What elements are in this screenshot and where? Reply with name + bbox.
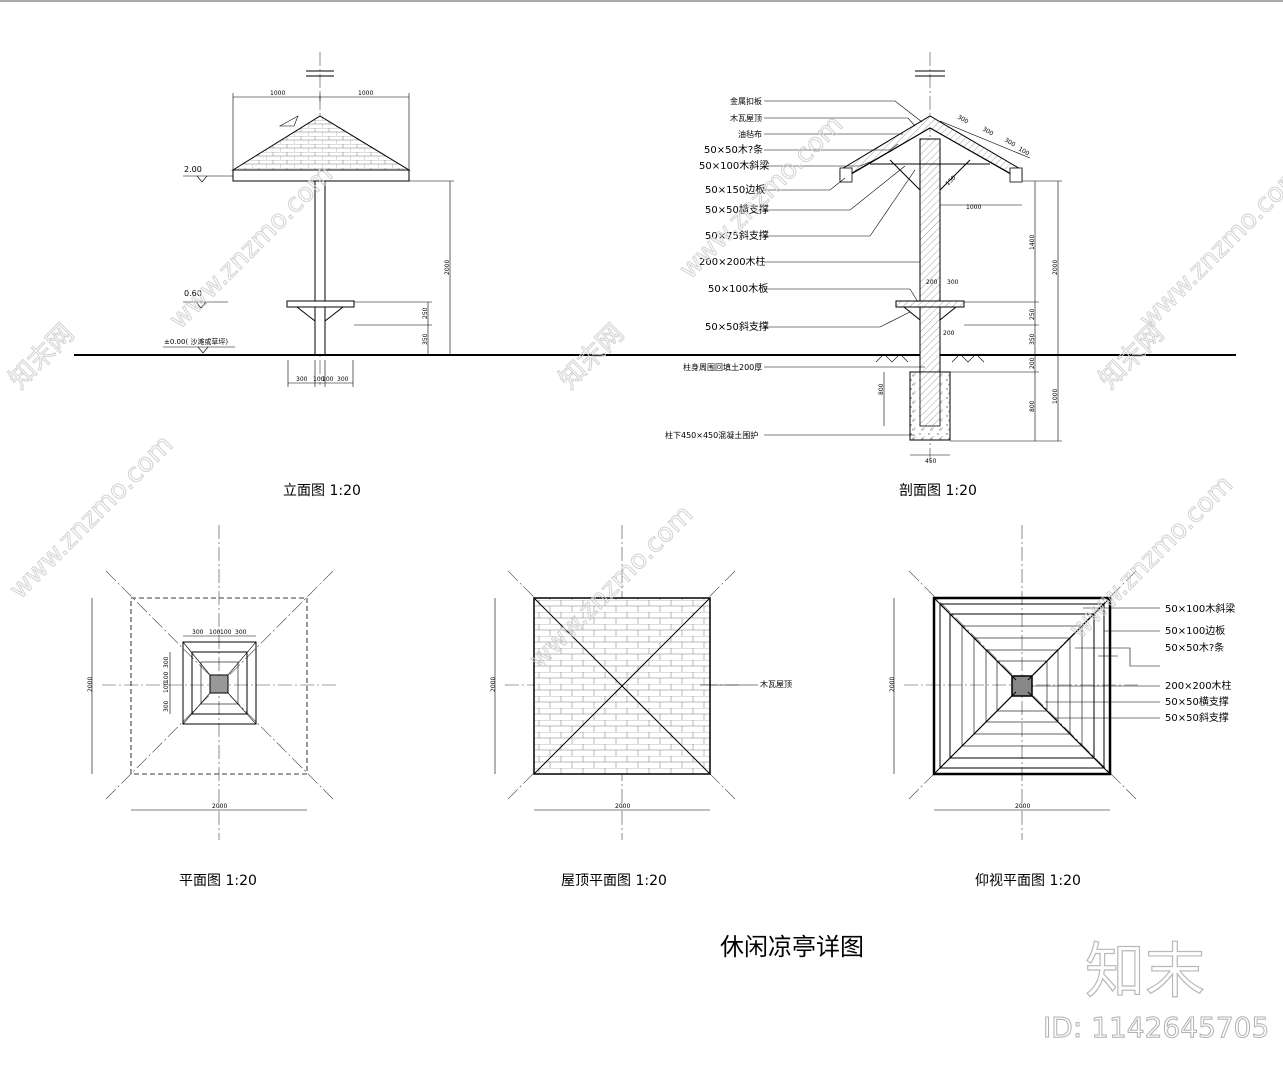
elev-dim-top-left: 1000 [270, 90, 285, 97]
sec-dim-s200b: 200 [943, 330, 955, 337]
watermark-brand-2: 知末网 [554, 319, 630, 395]
roof-dim-h: 2000 [490, 677, 497, 692]
elev-column [314, 180, 326, 356]
ceiling-label-column: 200×200木柱 [1165, 679, 1232, 692]
sec-dim-d150: 150 [944, 174, 957, 187]
sec-label-plank: 50×100木板 [708, 282, 768, 295]
plan-dim-t2: 100 [209, 629, 221, 636]
drawing-title: 休闲凉亭详图 [720, 933, 864, 961]
elev-dim-base-d: 300 [337, 376, 349, 383]
plan-dim-l1: 300 [163, 656, 170, 668]
sec-dim-eave: 1000 [966, 204, 981, 211]
sec-dim-v200: 200 [1029, 357, 1036, 369]
roof-plan-view: 2000 2000 木瓦屋顶 屋顶平面图 1:20 [490, 525, 792, 889]
watermark-site-1: www.znzmo.com [164, 160, 339, 335]
sec-label-felt: 油毡布 [738, 129, 762, 139]
plan-dim-t4: 300 [235, 629, 247, 636]
elev-dim-base-b: 100 [313, 376, 325, 383]
watermark-id: ID: 1142645705 [1043, 1011, 1269, 1044]
sec-dim-r2: 300 [981, 126, 995, 138]
plan-dim-l3: 100 [163, 681, 170, 693]
plan-dim-h: 2000 [87, 677, 94, 692]
elev-roof [231, 115, 411, 171]
roof-plan-caption: 屋顶平面图 1:20 [561, 873, 667, 889]
elev-dim-height: 2000 [444, 260, 451, 275]
ceiling-dim-w: 2000 [1015, 803, 1030, 810]
sec-dim-v1000: 1000 [1052, 389, 1059, 404]
plan-dim-l4: 300 [163, 700, 170, 712]
plan-dim-l2: 100 [163, 671, 170, 683]
plan-dim-t3: 100 [220, 629, 232, 636]
sec-label-backfill: 柱身周围回填土200厚 [683, 362, 762, 372]
sec-label-footing: 柱下450×450混凝土围护 [665, 430, 758, 440]
ceiling-label-rafter: 50×100木斜梁 [1165, 602, 1235, 615]
plan-view: 2000 2000 300 100 100 300 300 100 100 30… [87, 525, 338, 889]
sec-dim-h1400: 1400 [1029, 235, 1036, 250]
sec-dim-r3: 300 [1003, 137, 1017, 149]
ceiling-dim-h: 2000 [889, 677, 896, 692]
watermark-site-4: www.znzmo.com [4, 430, 179, 605]
sec-label-fascia: 50×150边板 [705, 183, 765, 196]
sec-dim-v800b: 800 [878, 383, 885, 395]
sec-dim-v800: 800 [1029, 400, 1036, 412]
section-view: 300 300 300 100 150 1000 1400 250 350 20… [665, 52, 1062, 499]
sec-dim-s200: 200 [926, 279, 938, 286]
plan-dim-w: 2000 [212, 803, 227, 810]
sec-dim-s300: 300 [947, 279, 959, 286]
elev-dim-base-c: 100 [322, 376, 334, 383]
watermark-brand-1: 知末网 [4, 319, 80, 395]
watermark-brand-3: 知末网 [1094, 319, 1170, 395]
sec-dim-w450: 450 [925, 458, 937, 465]
elev-level-roof: 2.00 [184, 165, 202, 174]
sec-dim-r1: 300 [956, 114, 970, 126]
ceiling-label-cross-brace: 50×50横支撑 [1165, 695, 1229, 708]
sec-dim-v350: 350 [1029, 333, 1036, 345]
plan-caption: 平面图 1:20 [179, 873, 257, 889]
elev-dim-top-right: 1000 [358, 90, 373, 97]
sec-label-shingle-roof: 木瓦屋顶 [730, 113, 762, 123]
section-leaders [764, 100, 925, 436]
ceiling-label-fascia: 50×100边板 [1165, 624, 1225, 637]
sec-label-rafter: 50×100木斜梁 [699, 159, 769, 172]
section-seat [895, 300, 965, 308]
ceiling-leaders [1032, 607, 1160, 719]
plan-column [209, 674, 229, 694]
watermark-logo: 知末 [1085, 937, 1205, 1007]
ceiling-plan-caption: 仰视平面图 1:20 [975, 873, 1081, 889]
elev-level-ground: ±0.00( 沙滩或草坪) [164, 337, 228, 346]
sec-dim-v250: 250 [1029, 308, 1036, 320]
elev-seat [286, 300, 355, 308]
section-caption: 剖面图 1:20 [899, 483, 977, 499]
sec-label-column: 200×200木柱 [699, 255, 766, 268]
elevation-caption: 立面图 1:20 [283, 483, 361, 499]
sec-label-diag-brace: 50×75斜支撑 [705, 229, 769, 242]
plan-roof-outline [130, 597, 308, 775]
ceiling-plan-view: 2000 2000 50×100木斜梁 50×100边板 50×50木?条 20… [889, 525, 1235, 889]
elev-level-seat: 0.60 [184, 289, 202, 298]
sec-label-seat-brace: 50×50斜支撑 [705, 320, 769, 333]
sec-dim-h2000: 2000 [1052, 260, 1059, 275]
elev-dim-base-a: 300 [296, 376, 308, 383]
ceiling-label-batten: 50×50木?条 [1165, 641, 1224, 654]
elev-dim-seat-low: 350 [422, 333, 429, 345]
roof-dim-w: 2000 [615, 803, 630, 810]
watermark-site-3: www.znzmo.com [1134, 160, 1283, 335]
elev-dim-seat-h: 250 [422, 307, 429, 319]
plan-dim-t1: 300 [192, 629, 204, 636]
sec-label-metal-cap: 金属扣板 [730, 96, 762, 106]
watermark-site-6: www.znzmo.com [1064, 470, 1239, 645]
ceiling-label-diag-brace: 50×50斜支撑 [1165, 711, 1229, 724]
sec-label-batten: 50×50木?条 [704, 143, 763, 156]
roof-plan-label: 木瓦屋顶 [760, 679, 792, 689]
sec-label-cross-brace: 50×50横支撑 [705, 203, 769, 216]
watermark-layer: www.znzmo.com www.znzmo.com www.znzmo.co… [3, 109, 1283, 1044]
sec-dim-r4: 100 [1017, 146, 1031, 158]
elevation-view: 1000 1000 2.00 0.60 ±0.00( 沙滩或草坪) 2000 2… [163, 52, 454, 499]
